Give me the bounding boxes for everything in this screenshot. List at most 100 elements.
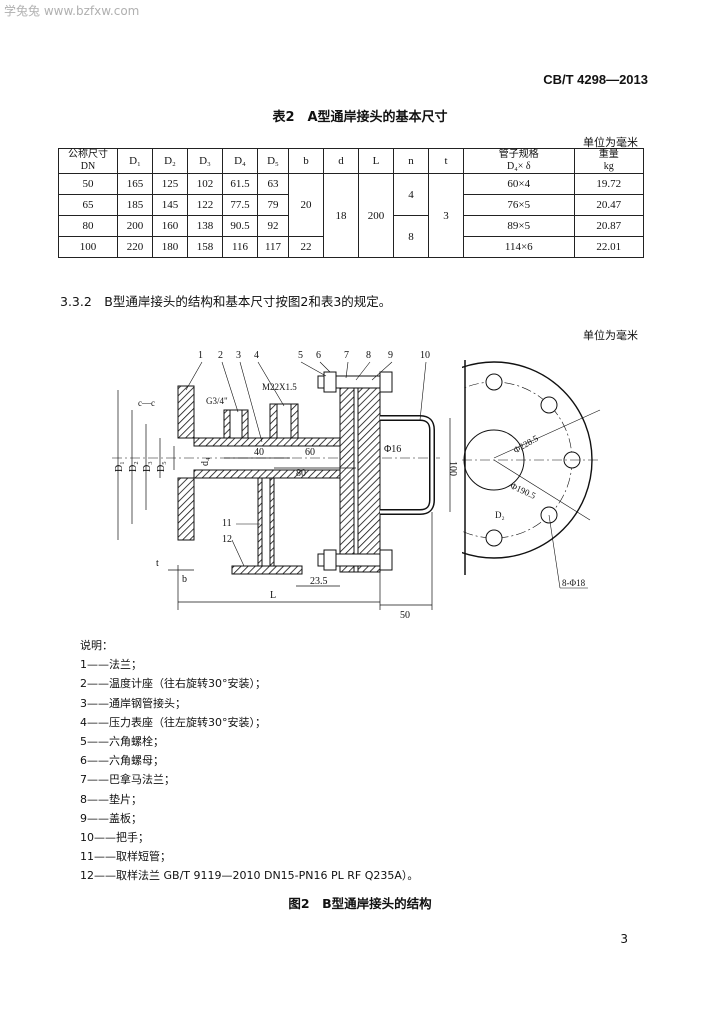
cell-d5: 63	[257, 173, 289, 195]
table-row: 80 200 160 138 90.5 92 8 89×5 20.87	[58, 215, 645, 258]
flange-end-view	[462, 361, 601, 559]
note-item: 9——盖板；	[80, 811, 142, 825]
table-title: 表2 A型通岸接头的基本尺寸	[272, 110, 448, 125]
cell-d2: 180	[152, 236, 188, 258]
label-dim-phi16: Φ16	[384, 444, 401, 455]
label-section: c—c	[138, 398, 155, 408]
callout-2: 2	[218, 350, 223, 361]
table-row: 65 185 145 122 77.5 79 76×5 20.47	[58, 194, 645, 216]
flange-section	[177, 385, 195, 439]
cell-d4: 116	[222, 236, 258, 258]
header-l: L	[358, 148, 394, 174]
label-thread-bolt: M22X1.5	[262, 382, 297, 392]
cell-weight: 20.47	[573, 194, 645, 216]
note-item: 3——通岸钢管接头；	[80, 696, 186, 710]
cell-d1: 165	[117, 173, 153, 195]
cell-l-merged: 200	[358, 173, 394, 258]
label-dim-23-5: 23.5	[310, 576, 328, 587]
header-d2: D₂	[152, 148, 188, 174]
label-d2: D₂	[128, 461, 139, 472]
cell-pipe: 76×5	[463, 194, 575, 216]
cell-d3: 102	[187, 173, 223, 195]
label-circle-228: Φ228.5	[512, 433, 541, 455]
cover-plate	[357, 375, 381, 573]
header-d3: D₃	[187, 148, 223, 174]
notes-title: 说明：	[80, 639, 113, 652]
header-t: t	[428, 148, 464, 174]
cell-d1: 220	[117, 236, 153, 258]
callout-12: 12	[222, 534, 232, 545]
cell-n-merged: 8	[393, 215, 429, 258]
note-item: 4——压力表座（往左旋转30°安装）；	[80, 715, 266, 729]
cell-d5: 92	[257, 215, 289, 237]
cell-t-merged: 3	[428, 173, 464, 258]
cell-weight: 19.72	[573, 173, 645, 195]
main-pipe-wall	[193, 469, 341, 479]
callout-5: 5	[298, 350, 303, 361]
cell-b: 22	[288, 236, 324, 258]
header-d4: D₄	[222, 148, 258, 174]
callout-7: 7	[344, 350, 349, 361]
cell-d1: 200	[117, 215, 153, 237]
header-d: d	[323, 148, 359, 174]
cell-d4: 90.5	[222, 215, 258, 237]
label-thread-pipe: G3/4"	[206, 396, 228, 406]
watermark: 学兔兔 www.bzfxw.com	[4, 4, 140, 18]
label-circle-190: Φ190.5	[509, 480, 538, 501]
label-d5: D₅	[156, 461, 167, 472]
sampling-flange	[231, 565, 303, 575]
label-circle-d2: D₂	[495, 510, 505, 520]
cell-dn: 65	[58, 194, 118, 216]
cell-weight: 20.87	[573, 215, 645, 237]
cell-d2: 145	[152, 194, 188, 216]
label-d1: D₁	[114, 461, 125, 472]
header-b: b	[288, 148, 324, 174]
callout-8: 8	[366, 350, 371, 361]
handle	[380, 415, 435, 515]
callout-4: 4	[254, 350, 259, 361]
note-item: 1——法兰；	[80, 658, 142, 672]
technical-drawing: 1 2 3 4 5 6 7 8 9 10 11 12 M22X1.5 G3/4"…	[112, 350, 601, 621]
table-row: 100 220 180 158 116 117 22 114×6 22.01	[58, 236, 645, 258]
gasket	[353, 375, 359, 573]
figure-title: 图2 B型通岸接头的结构	[288, 896, 432, 911]
callout-9: 9	[388, 350, 393, 361]
cell-d-merged: 18	[323, 173, 359, 258]
label-dim-t: t	[156, 558, 159, 569]
cell-b-merged: 20	[288, 173, 324, 237]
cell-d4: 61.5	[222, 173, 258, 195]
note-item: 11——取样短管；	[80, 850, 171, 864]
standard-number: CB/T 4298—2013	[543, 72, 648, 87]
figure-unit: 单位为毫米	[583, 329, 638, 342]
cell-n-merged: 4	[393, 173, 429, 216]
label-dim-100: 100	[447, 461, 458, 476]
note-item: 12——取样法兰 GB/T 9119—2010 DN15-PN16 PL RF …	[80, 869, 419, 883]
label-dim-60: 60	[305, 447, 315, 458]
header-d1: D₁	[117, 148, 153, 174]
label-dim-b: b	[182, 574, 187, 585]
cell-d5: 117	[257, 236, 289, 258]
page-number: 3	[620, 932, 628, 946]
callout-10: 10	[420, 350, 430, 361]
cell-pipe: 60×4	[463, 173, 575, 195]
label-holes: 8-Φ18	[562, 578, 586, 588]
cell-weight: 22.01	[573, 236, 645, 258]
note-item: 6——六角螺母；	[80, 754, 164, 768]
callout-1: 1	[198, 350, 203, 361]
label-dim-l: L	[270, 590, 276, 601]
cell-d4: 77.5	[222, 194, 258, 216]
note-item: 8——垫片；	[80, 792, 142, 806]
table-row: 50 165 125 102 61.5 63 20 18 200 4 3 60×…	[58, 173, 645, 258]
cell-pipe: 89×5	[463, 215, 575, 237]
header-d5: D₅	[257, 148, 289, 174]
cell-dn: 100	[58, 236, 118, 258]
callout-11: 11	[222, 518, 232, 529]
label-dim-80: 80	[296, 468, 306, 479]
callout-3: 3	[236, 350, 241, 361]
cell-d2: 125	[152, 173, 188, 195]
note-item: 5——六角螺栓；	[80, 735, 164, 749]
